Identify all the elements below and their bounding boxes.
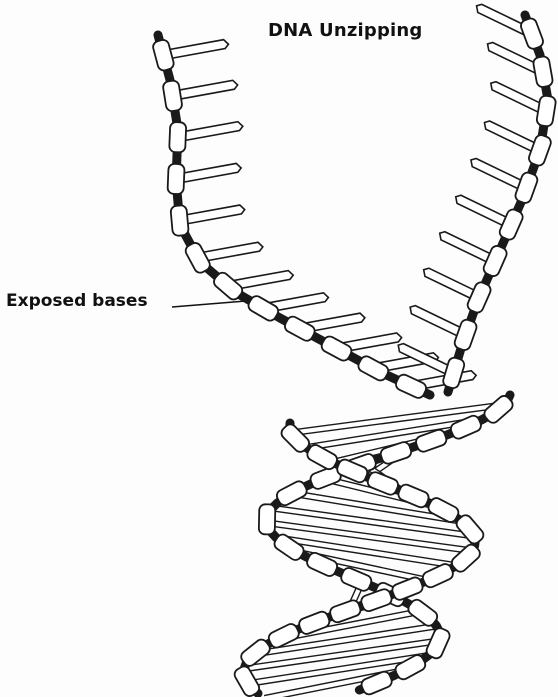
left-strand-segment-group [320, 334, 354, 362]
helix-strand-a-segment-group [305, 551, 339, 578]
left-strand-segment [320, 334, 354, 362]
right-strand-segment [532, 56, 553, 88]
right-strand-segment-group [466, 281, 493, 315]
right-strand-segment [498, 208, 525, 242]
helix-strand-a-segment [259, 504, 276, 534]
helix-strand-a-segment [305, 551, 339, 578]
helix-strand-b-segment-group [397, 483, 431, 509]
right-strand-segment-group [536, 95, 557, 127]
left-strand [152, 35, 476, 400]
left-strand-segment [169, 122, 186, 153]
left-strand-segment-group [394, 373, 428, 400]
left-strand-segment [356, 354, 390, 382]
left-strand-segment [170, 205, 189, 236]
helix-strand-a-segment [379, 441, 413, 466]
right-strand-segment [536, 95, 557, 127]
right-strand-segment-group [527, 133, 552, 167]
left-strand-segment-group [169, 122, 186, 153]
left-strand-segment [152, 39, 175, 72]
right-strand-segment [527, 133, 552, 167]
right-strand-segment [466, 281, 493, 315]
exposed-bases-pointer [172, 301, 246, 307]
double-helix [232, 393, 515, 697]
helix-strand-a-segment [272, 532, 306, 562]
left-strand-segment [394, 373, 428, 400]
helix-strand-a-segment-group [425, 626, 452, 660]
helix-strand-a-segment [275, 479, 309, 507]
left-strand-base [179, 205, 245, 225]
helix-strand-a-segment-group [275, 479, 309, 507]
left-strand-segment-group [170, 205, 189, 236]
helix-strand-b-segment-group [305, 443, 339, 471]
left-strand-segment-group [283, 315, 317, 343]
right-strand [398, 4, 556, 392]
helix-strand-a-segment-group [259, 504, 276, 534]
left-strand-segment [184, 241, 212, 275]
right-strand-segment-group [532, 56, 553, 88]
left-strand-segment [246, 294, 280, 323]
right-strand-segment-group [482, 244, 509, 278]
helix-strand-b-segment-group [328, 599, 362, 624]
helix-strand-a-segment-group [379, 441, 413, 466]
helix-strand-a-segment-group [406, 597, 440, 628]
helix-strand-b-segment [421, 562, 455, 589]
right-strand-segment-group [498, 208, 525, 242]
left-strand-segment [167, 164, 184, 195]
right-strand-segment-group [442, 356, 466, 389]
helix-strand-b-segment-group [391, 576, 425, 602]
helix-strand-a-segment-group [449, 414, 483, 441]
helix-strand-b-segment [391, 576, 425, 602]
helix-strand-b-segment [328, 599, 362, 624]
helix-strand-b-segment [397, 483, 431, 509]
helix-strand-b-segment-group [421, 562, 455, 589]
left-strand-segment-group [162, 80, 183, 112]
helix-strand-a-segment [406, 597, 440, 628]
helix-strand-a-segment [449, 414, 483, 441]
right-strand-segment [442, 356, 466, 389]
left-strand-segment [283, 315, 317, 343]
right-strand-segment [519, 17, 545, 51]
helix-strand-a-segment-group [272, 532, 306, 562]
left-strand-segment-group [356, 354, 390, 382]
left-strand-segment-group [152, 39, 175, 72]
right-strand-segment [453, 318, 478, 352]
right-strand-segment [482, 244, 509, 278]
right-strand-segment [514, 171, 539, 205]
helix-strand-a-segment-group [360, 670, 394, 696]
left-strand-segment-group [246, 294, 280, 323]
left-strand-segment [162, 80, 183, 112]
left-strand-segment-group [167, 164, 184, 195]
left-strand-segment-group [184, 241, 212, 275]
helix-strand-a-segment [360, 670, 394, 696]
helix-strand-b-segment [305, 443, 339, 471]
right-strand-segment-group [453, 318, 478, 352]
right-strand-segment-group [519, 17, 545, 51]
right-strand-segment-group [514, 171, 539, 205]
helix-strand-a-segment [425, 626, 452, 660]
